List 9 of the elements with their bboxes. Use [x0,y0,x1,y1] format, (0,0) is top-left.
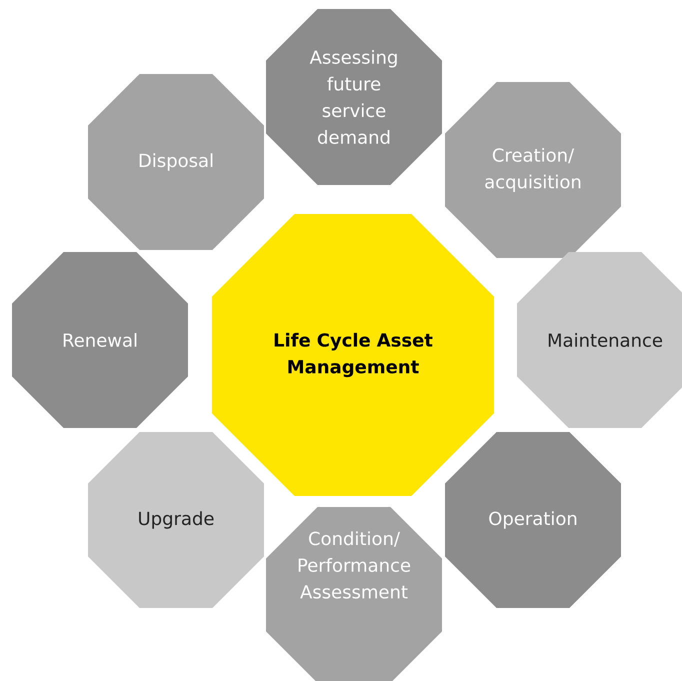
octagon: Maintenance [517,252,682,428]
octagon: Upgrade [88,432,264,608]
octagon: Disposal [88,74,264,250]
octagon: Operation [445,432,621,608]
octagon: Assessing future service demand [266,9,442,185]
octagon: Condition/ Performance Assessment [266,507,442,681]
octagon: Creation/ acquisition [445,82,621,258]
octagon: Life Cycle Asset Management [212,214,494,496]
octagon: Renewal [12,252,188,428]
